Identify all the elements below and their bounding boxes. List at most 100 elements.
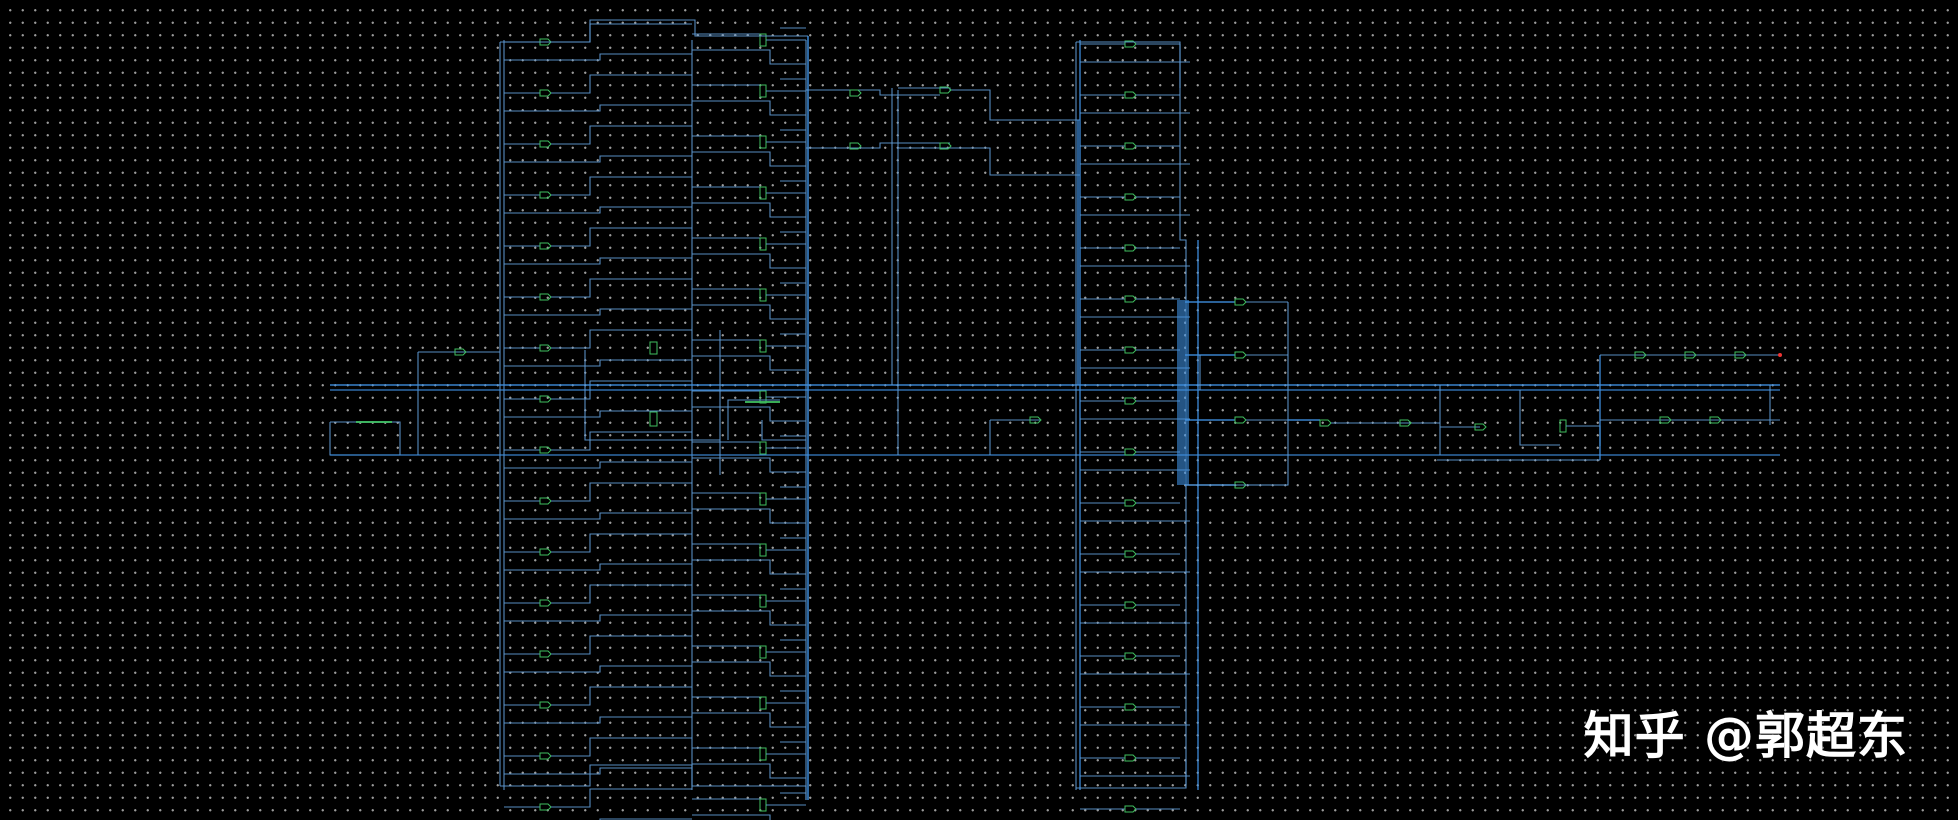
register-cell[interactable]	[759, 645, 767, 659]
row-wire-up[interactable]	[551, 125, 692, 145]
logic-cell[interactable]	[539, 344, 552, 352]
logic-cell[interactable]	[539, 242, 552, 250]
row-wire-up[interactable]	[551, 584, 692, 604]
row-wire-up[interactable]	[551, 788, 692, 808]
logic-cell[interactable]	[849, 89, 862, 97]
logic-cell[interactable]	[939, 142, 952, 150]
logic-cell[interactable]	[1124, 652, 1137, 660]
register-cell[interactable]	[649, 341, 658, 355]
logic-cell[interactable]	[1124, 40, 1137, 48]
logic-cell[interactable]	[539, 89, 552, 97]
logic-cell[interactable]	[1029, 416, 1042, 424]
logic-cell[interactable]	[1634, 351, 1647, 359]
row-wire-out2[interactable]	[692, 712, 806, 728]
mid-top-4[interactable]	[898, 147, 1080, 176]
row-wire-low[interactable]	[504, 257, 692, 265]
register-cell[interactable]	[759, 441, 767, 455]
logic-cell[interactable]	[539, 140, 552, 148]
row-wire-low[interactable]	[504, 104, 692, 112]
register-cell[interactable]	[759, 288, 767, 302]
mid-top-1[interactable]	[806, 89, 940, 96]
mid-top-3[interactable]	[898, 87, 1080, 121]
row-wire-low[interactable]	[504, 716, 692, 724]
logic-cell[interactable]	[1124, 295, 1137, 303]
row-wire-low[interactable]	[504, 206, 692, 214]
row-wire-out2[interactable]	[692, 661, 806, 677]
logic-cell[interactable]	[1124, 499, 1137, 507]
logic-cell[interactable]	[1124, 244, 1137, 252]
row-wire-low[interactable]	[504, 53, 692, 61]
logic-cell[interactable]	[539, 191, 552, 199]
logic-cell[interactable]	[1124, 805, 1137, 813]
row-wire-out2[interactable]	[692, 814, 806, 820]
row-wire-low[interactable]	[504, 818, 692, 820]
row-wire-out2[interactable]	[692, 559, 806, 575]
logic-cell[interactable]	[1124, 448, 1137, 456]
logic-cell[interactable]	[539, 701, 552, 709]
mid-top-2[interactable]	[806, 142, 950, 149]
row-wire-out2[interactable]	[692, 610, 806, 626]
row-wire-up[interactable]	[551, 635, 692, 655]
row-wire-up[interactable]	[551, 176, 692, 196]
logic-cell[interactable]	[539, 38, 552, 46]
frame-bottom-right[interactable]	[1076, 760, 1187, 789]
row-wire-out2[interactable]	[692, 151, 806, 167]
frame-bottom-left[interactable]	[500, 764, 807, 800]
frame-top-right[interactable]	[1076, 41, 1181, 88]
row-wire-out2[interactable]	[692, 508, 806, 524]
logic-cell[interactable]	[1124, 550, 1137, 558]
center-wire-d[interactable]	[761, 420, 806, 441]
row-wire-out2[interactable]	[692, 763, 806, 779]
logic-cell[interactable]	[1124, 346, 1137, 354]
rail-right-c[interactable]	[1179, 44, 1187, 785]
logic-cell[interactable]	[1474, 423, 1487, 431]
logic-cell[interactable]	[1659, 416, 1672, 424]
logic-cell[interactable]	[1709, 416, 1722, 424]
logic-cell[interactable]	[1734, 351, 1747, 359]
center-wire-a[interactable]	[584, 350, 720, 441]
logic-cell[interactable]	[1399, 419, 1412, 427]
register-cell[interactable]	[759, 84, 767, 98]
row-wire-up[interactable]	[551, 23, 692, 43]
register-cell[interactable]	[759, 543, 767, 557]
row-wire-low[interactable]	[504, 665, 692, 673]
register-cell[interactable]	[759, 798, 767, 812]
row-wire-up[interactable]	[551, 737, 692, 757]
logic-cell[interactable]	[1234, 298, 1247, 306]
logic-cell[interactable]	[1319, 419, 1332, 427]
logic-cell[interactable]	[1234, 416, 1247, 424]
register-cell[interactable]	[759, 696, 767, 710]
row-wire-out2[interactable]	[692, 304, 806, 320]
row-wire-low[interactable]	[504, 461, 692, 469]
row-wire-low[interactable]	[504, 308, 692, 316]
row-wire-up[interactable]	[551, 329, 692, 349]
logic-cell[interactable]	[939, 86, 952, 94]
logic-cell[interactable]	[539, 293, 552, 301]
logic-cell[interactable]	[539, 497, 552, 505]
logic-cell[interactable]	[1234, 351, 1247, 359]
output-port-dot[interactable]	[1778, 353, 1782, 357]
row-wire-out2[interactable]	[692, 457, 806, 473]
register-cell[interactable]	[759, 747, 767, 761]
row-wire-out2[interactable]	[692, 49, 806, 65]
row-wire-out2[interactable]	[692, 355, 806, 371]
logic-cell[interactable]	[539, 548, 552, 556]
register-cell[interactable]	[759, 135, 767, 149]
row-wire-out2[interactable]	[692, 100, 806, 116]
logic-cell[interactable]	[539, 650, 552, 658]
logic-cell[interactable]	[1684, 351, 1697, 359]
row-wire-up[interactable]	[551, 686, 692, 706]
logic-cell[interactable]	[539, 752, 552, 760]
row-wire-up[interactable]	[551, 533, 692, 553]
register-cell[interactable]	[759, 492, 767, 506]
logic-cell[interactable]	[849, 142, 862, 150]
input-port-box[interactable]	[329, 421, 401, 456]
register-cell[interactable]	[1559, 419, 1567, 433]
row-wire-low[interactable]	[504, 563, 692, 571]
logic-cell[interactable]	[539, 395, 552, 403]
register-cell[interactable]	[759, 339, 767, 353]
logic-cell[interactable]	[539, 599, 552, 607]
register-cell[interactable]	[759, 186, 767, 200]
